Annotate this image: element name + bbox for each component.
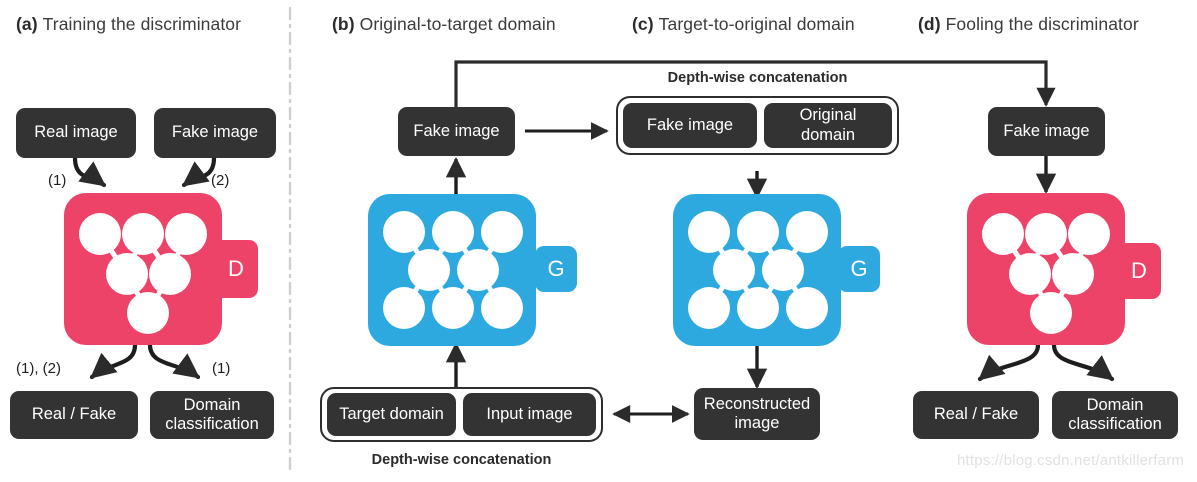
panel-title-c: (c) Target-to-original domain: [632, 14, 855, 35]
arrow-real-to-d: [72, 155, 107, 188]
discriminator-network-graph-d: [982, 213, 1110, 334]
arrow-fake-to-d: [181, 155, 217, 188]
connector-fake-b-to-fake-d: [454, 60, 1056, 107]
step-label-1-input: (1): [48, 172, 67, 189]
box-fake-image-d[interactable]: Fake image: [988, 107, 1105, 156]
box-label: Fake image: [413, 121, 500, 140]
step-label-1-output: (1): [212, 360, 231, 377]
box-fake-image-b[interactable]: Fake image: [398, 107, 515, 156]
panel-title-text-d: Fooling the discriminator: [945, 14, 1139, 34]
panel-tag-b: (b): [332, 14, 360, 34]
watermark-text: https://blog.csdn.net/antkillerfarm: [957, 452, 1185, 469]
box-label-line2: classification: [165, 415, 259, 433]
discriminator-network-graph-a: [79, 213, 207, 334]
box-label: Input image: [486, 404, 573, 423]
box-label: Fake image: [171, 123, 259, 142]
box-original-domain[interactable]: Original domain: [764, 103, 892, 148]
panel-title-a: (a) Training the discriminator: [16, 14, 241, 35]
box-real-fake-a[interactable]: Real / Fake: [10, 391, 138, 439]
step-label-1-2-output: (1), (2): [16, 360, 61, 377]
network-tab-g-b: G: [535, 246, 577, 292]
generator-network-graph-b: [383, 211, 523, 329]
box-label-line2: domain: [800, 125, 856, 144]
box-label: Fake image: [1003, 121, 1090, 140]
box-real-fake-d[interactable]: Real / Fake: [913, 391, 1039, 439]
box-label: Real / Fake: [933, 405, 1019, 424]
panel-tag-c: (c): [632, 14, 659, 34]
box-label-line2: classification: [1068, 415, 1162, 433]
box-reconstructed-image[interactable]: Reconstructed image: [694, 388, 820, 440]
concat-label-c: Depth-wise concatenation: [667, 70, 848, 86]
panel-title-text-b: Original-to-target domain: [359, 14, 556, 34]
box-label-line1: Domain: [1086, 395, 1144, 414]
network-letter: D: [228, 256, 244, 281]
arrow-d-to-realfake: [89, 342, 138, 380]
network-letter: G: [850, 256, 868, 281]
box-domain-classification-a[interactable]: Domain classification: [150, 391, 274, 439]
box-label: Target domain: [339, 404, 444, 423]
arrow-d-to-domain: [147, 342, 201, 380]
box-domain-classification-d[interactable]: Domain classification: [1052, 391, 1178, 439]
arrow-d2-to-domain: [1051, 342, 1115, 382]
box-fake-image-a[interactable]: Fake image: [154, 108, 276, 158]
box-target-domain[interactable]: Target domain: [327, 393, 456, 436]
panel-title-text-c: Target-to-original domain: [658, 14, 855, 34]
box-label-line1: Domain: [183, 395, 241, 414]
panel-title-d: (d) Fooling the discriminator: [918, 14, 1139, 35]
network-tab-g-c: G: [838, 246, 880, 292]
step-label-2-input: (2): [211, 172, 230, 189]
box-input-image[interactable]: Input image: [463, 393, 596, 436]
generator-block-c[interactable]: [673, 194, 841, 346]
box-fake-image-c[interactable]: Fake image: [623, 103, 757, 148]
box-label-line1: Original: [799, 106, 857, 125]
box-label: Fake image: [646, 115, 734, 134]
arrow-d2-to-realfake: [977, 342, 1041, 382]
box-real-image[interactable]: Real image: [16, 108, 136, 158]
panel-title-text-a: Training the discriminator: [42, 14, 242, 34]
panel-title-b: (b) Original-to-target domain: [332, 14, 556, 35]
network-letter: D: [1131, 258, 1147, 283]
box-label: Real image: [34, 123, 118, 142]
box-label-line1: Reconstructed: [703, 394, 811, 413]
generator-network-graph-c: [688, 211, 828, 329]
discriminator-block-a[interactable]: [64, 193, 222, 345]
box-label: Real / Fake: [31, 405, 117, 424]
generator-block-b[interactable]: [368, 194, 536, 346]
box-label-line2: image: [734, 414, 780, 432]
concat-label-b: Depth-wise concatenation: [371, 452, 552, 468]
panel-tag-a: (a): [16, 14, 43, 34]
discriminator-block-d[interactable]: [967, 193, 1125, 345]
network-letter: G: [547, 256, 565, 281]
panel-tag-d: (d): [918, 14, 946, 34]
